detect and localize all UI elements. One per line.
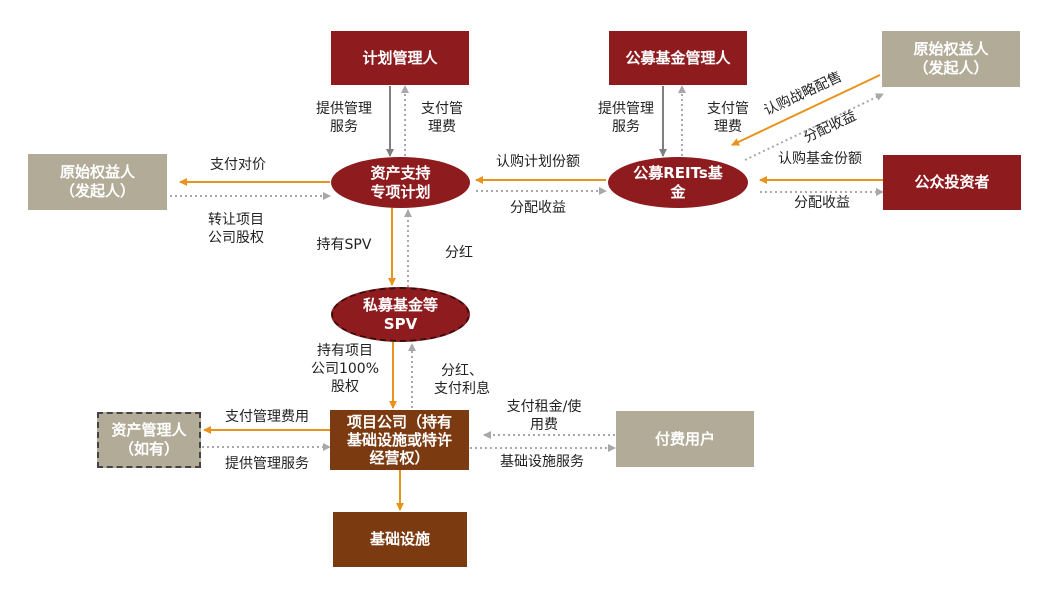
original-equity-holder-right-node: 原始权益人 （发起人）: [882, 31, 1020, 87]
label-dividend: 分红: [445, 245, 473, 261]
label-dividend-interest: 分红、 支付利息: [434, 363, 490, 397]
label-provide-mgmt-service-asset: 提供管理服务: [225, 456, 309, 472]
label-pay-rent: 支付租金/使 用费: [506, 399, 582, 433]
label-hold-100-percent: 持有项目 公司100% 股权: [310, 343, 380, 395]
project-company-node: 项目公司（持有 基础设施或特许 经营权）: [330, 410, 469, 470]
label-subscribe-plan-shares: 认购计划份额: [496, 154, 580, 170]
label-pay-consideration: 支付对价: [210, 157, 266, 173]
plan-manager-node: 计划管理人: [331, 31, 469, 85]
label-distribute-income-investors: 分配收益: [794, 195, 850, 211]
label-transfer-equity: 转让项目 公司股权: [208, 212, 264, 246]
reits-fund-node: 公募REITs基 金: [608, 157, 748, 208]
paying-users-node: 付费用户: [616, 411, 754, 467]
fund-manager-node: 公募基金管理人: [609, 31, 747, 85]
spv-node: 私募基金等 SPV: [331, 287, 470, 342]
arrow-strategic-subscription: [731, 74, 881, 146]
label-provide-mgmt-service-fund: 提供管理 服务: [598, 101, 654, 135]
label-pay-mgmt-fee-fund: 支付管 理费: [707, 101, 749, 135]
label-infrastructure-service: 基础设施服务: [500, 454, 584, 470]
public-investors-node: 公众投资者: [883, 155, 1021, 210]
label-distribute-income-fund: 分配收益: [510, 200, 566, 216]
arrow-income-to-original-right: [744, 93, 884, 161]
infrastructure-node: 基础设施: [333, 512, 467, 567]
asset-manager-node: 资产管理人 （如有）: [97, 412, 201, 468]
label-provide-mgmt-service-plan: 提供管理 服务: [316, 101, 372, 135]
label-subscribe-fund-shares: 认购基金份额: [778, 151, 862, 167]
label-pay-mgmt-fee-plan: 支付管 理费: [421, 101, 463, 135]
label-hold-spv: 持有SPV: [316, 237, 372, 253]
original-equity-holder-left-node: 原始权益人 （发起人）: [28, 154, 167, 210]
label-pay-mgmt-fee-asset: 支付管理费用: [225, 409, 309, 425]
abs-plan-node: 资产支持 专项计划: [331, 157, 470, 208]
